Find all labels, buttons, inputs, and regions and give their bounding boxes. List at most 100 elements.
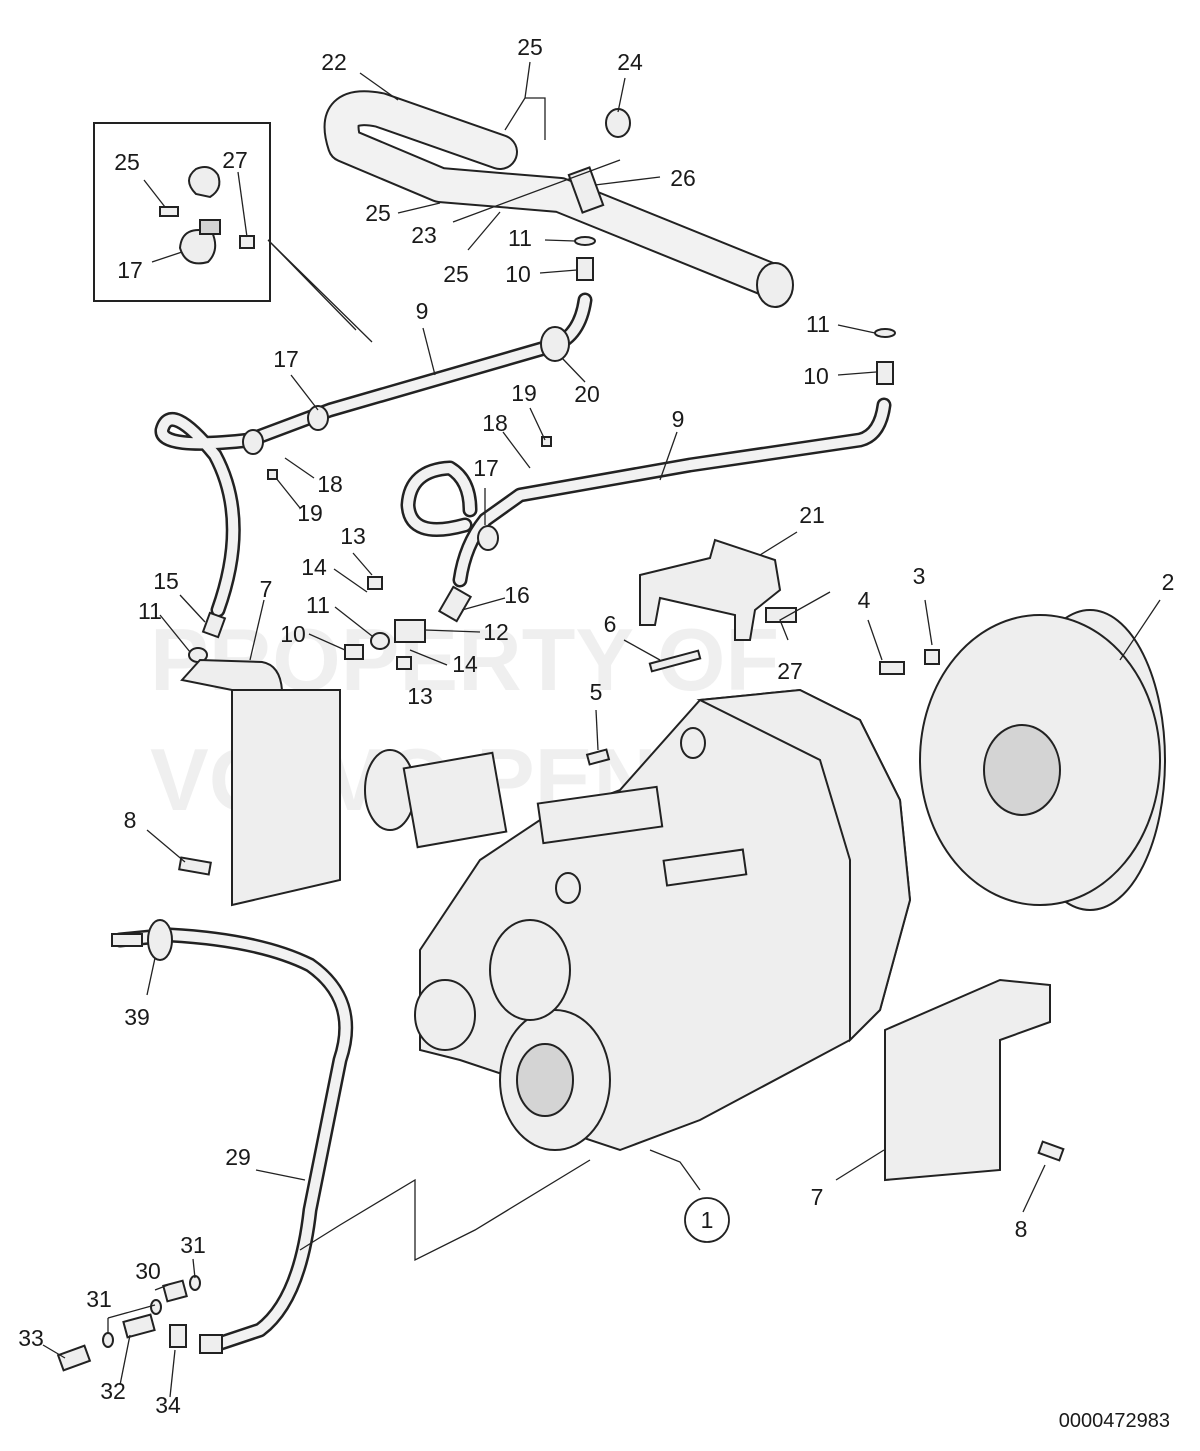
bracket-21 xyxy=(639,538,782,641)
leader-19a xyxy=(275,477,301,509)
callout-16: 16 xyxy=(504,582,530,608)
brackets xyxy=(180,538,1051,1182)
bolt-19-left xyxy=(267,469,278,480)
leader-11a xyxy=(544,239,576,242)
leader-18a xyxy=(284,457,315,479)
callout-39: 39 xyxy=(124,1004,150,1030)
plug-13-upper xyxy=(367,576,383,590)
output-flange-bore xyxy=(516,1043,574,1117)
nipple-34 xyxy=(169,1324,187,1348)
leader-8b xyxy=(1022,1164,1046,1213)
leader-3 xyxy=(924,599,933,646)
callout-labels: 1 2 3 4 5 6 7 7 8 8 9 9 10 10 10 11 11 1… xyxy=(18,34,1174,1418)
plug-13-lower xyxy=(396,656,412,670)
callout-17-right: 17 xyxy=(473,455,499,481)
filter-housing xyxy=(489,919,571,1021)
fittings xyxy=(188,236,896,670)
valve-block xyxy=(402,751,508,849)
clamp-body xyxy=(199,219,221,235)
spacer-3 xyxy=(924,649,940,665)
banjo-32 xyxy=(122,1313,156,1339)
leader-10c xyxy=(308,633,346,651)
washer-11-right xyxy=(874,328,896,338)
leader-12 xyxy=(424,629,481,633)
nipple-10-mid xyxy=(344,644,364,660)
callout-4: 4 xyxy=(858,587,871,613)
leader-lines xyxy=(42,61,1161,1398)
bolt-8-right xyxy=(1037,1140,1065,1162)
leader-22 xyxy=(359,72,399,101)
leader-18b xyxy=(502,431,531,469)
lifting-eye-rear xyxy=(680,727,706,759)
leader-7b xyxy=(835,1149,885,1181)
callout-13-lower: 13 xyxy=(407,683,433,709)
callout-25-inset: 25 xyxy=(114,149,140,175)
callout-31-right: 31 xyxy=(180,1232,206,1258)
leader-33 xyxy=(42,1344,66,1359)
leader-25d xyxy=(143,179,166,208)
callout-25-top: 25 xyxy=(517,34,543,60)
leader-7a xyxy=(249,599,265,661)
coupling-hub xyxy=(983,724,1061,816)
leader-5 xyxy=(595,709,599,751)
clamp-lower xyxy=(178,229,217,265)
leader-26 xyxy=(594,176,661,186)
washer-31-c xyxy=(189,1275,201,1291)
leader-9b xyxy=(659,431,678,481)
callout-8-right: 8 xyxy=(1015,1216,1028,1242)
leader-14a xyxy=(333,568,368,593)
leader-32 xyxy=(119,1334,131,1386)
nipple-10-right xyxy=(876,361,894,385)
callout-14-lower: 14 xyxy=(452,651,478,677)
callout-14-upper: 14 xyxy=(301,554,327,580)
bolt-19-right xyxy=(541,436,552,447)
leader-19b xyxy=(529,407,546,441)
leader-34 xyxy=(169,1349,176,1398)
bolt-6 xyxy=(648,649,702,673)
leader-16 xyxy=(461,597,506,611)
inset-frame xyxy=(93,122,271,302)
inset-bolt xyxy=(159,206,179,217)
callout-21: 21 xyxy=(799,502,825,528)
o-ring-24 xyxy=(605,108,631,138)
leader-17c xyxy=(151,251,183,263)
callout-26: 26 xyxy=(670,165,696,191)
callout-9-right: 9 xyxy=(672,406,685,432)
hose-9-right-body xyxy=(455,400,889,585)
leader-25b xyxy=(397,202,441,214)
leader-27a xyxy=(779,591,831,641)
callout-19-right: 19 xyxy=(511,380,537,406)
hose-loop-body xyxy=(403,463,475,535)
callout-15: 15 xyxy=(153,568,179,594)
callout-12: 12 xyxy=(483,619,509,645)
bolt-5 xyxy=(585,748,611,766)
gearbox-assembly xyxy=(364,688,912,1152)
leader-20 xyxy=(561,357,586,383)
leader-21 xyxy=(759,531,798,556)
leader-11c xyxy=(159,614,191,653)
callout-24: 24 xyxy=(617,49,643,75)
callout-29: 29 xyxy=(225,1144,251,1170)
clamp-17-right xyxy=(477,525,499,551)
callout-8-left: 8 xyxy=(124,807,137,833)
leader-17a xyxy=(290,374,319,411)
leader-31a xyxy=(192,1258,196,1279)
callout-1-circle xyxy=(684,1197,730,1243)
inset-clamp-detail xyxy=(93,122,373,343)
callout-10-top: 10 xyxy=(505,261,531,287)
clamp-39 xyxy=(147,919,173,961)
bracket-7-right xyxy=(884,978,1051,1182)
banjo-bolt-33 xyxy=(56,1344,92,1372)
callout-25-left: 25 xyxy=(365,200,391,226)
lifting-eye-front xyxy=(555,872,581,904)
flywheel-housing xyxy=(696,688,912,1043)
flexible-coupling xyxy=(879,609,1166,911)
leader-31b xyxy=(107,1304,156,1334)
exhaust-pipe-assembly xyxy=(323,90,794,308)
callout-33: 33 xyxy=(18,1325,44,1351)
leader-23 xyxy=(452,159,621,223)
identification-plate xyxy=(662,848,748,887)
leader-15 xyxy=(179,594,206,623)
callout-23: 23 xyxy=(411,222,437,248)
